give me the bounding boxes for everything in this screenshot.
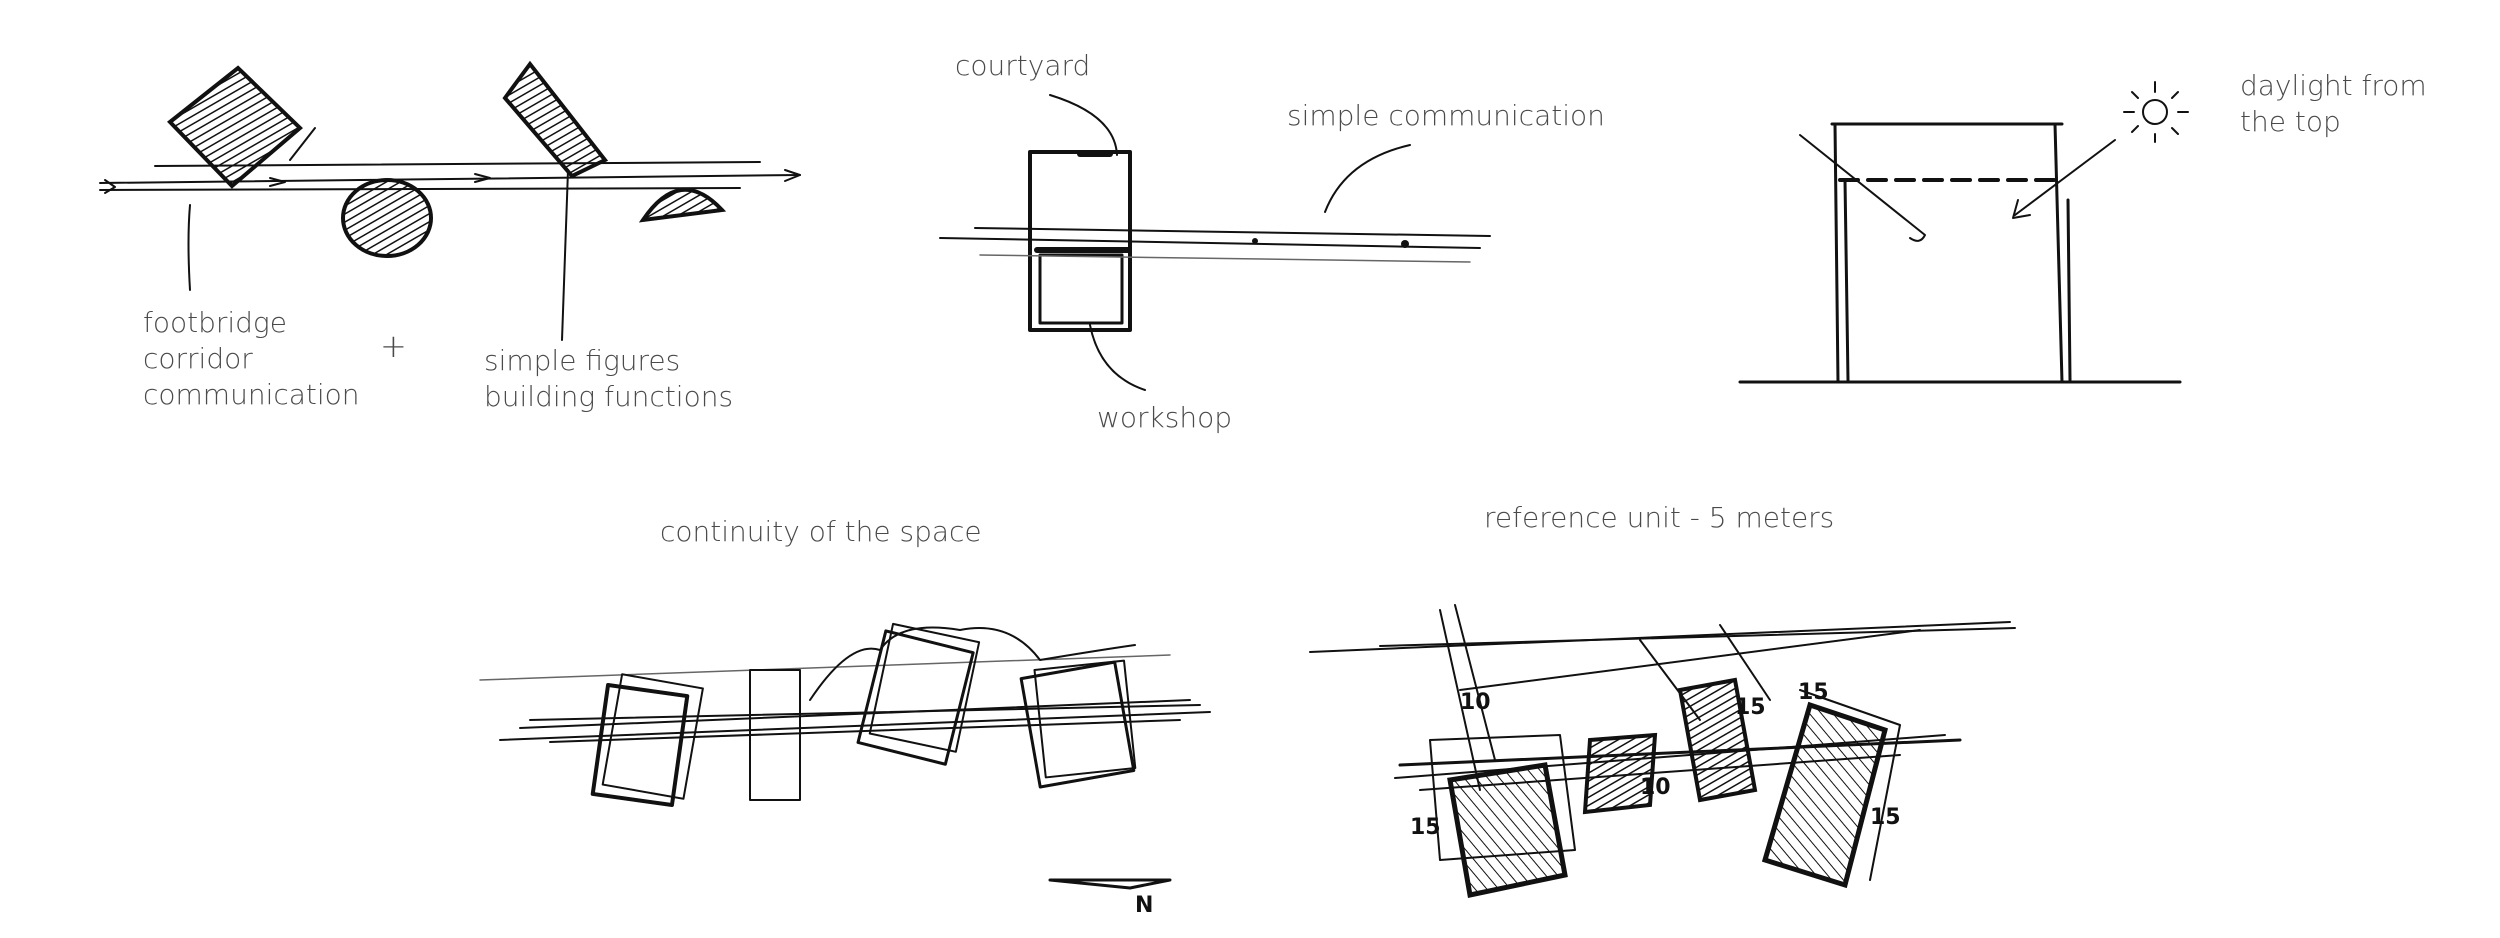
label-simple-figures-line1: simple figures (484, 344, 681, 377)
dim-label-6: 15 (1798, 680, 1829, 705)
label-simple-communication: simple communication (1287, 99, 1605, 132)
dim-label-3: 10 (1640, 775, 1671, 800)
label-simple-figures-line2: building functions (484, 380, 734, 413)
sketch-courtyard-plan (939, 94, 1491, 391)
plus-sign: + (380, 327, 407, 365)
dim-label-5: 15 (1870, 805, 1901, 830)
label-footbridge-line2: corridor (143, 342, 253, 375)
sketch-reference-unit (1309, 604, 2016, 898)
dim-label-1: 10 (1460, 690, 1491, 715)
sketch-continuity-space (479, 622, 1211, 890)
label-courtyard: courtyard (955, 49, 1091, 82)
label-footbridge: footbridge corridor communication (143, 305, 360, 413)
label-daylight: daylight from the top (2240, 68, 2427, 140)
dim-label-4: 15 (1410, 815, 1441, 840)
label-simple-figures: simple figures building functions (484, 343, 733, 415)
label-footbridge-line1: footbridge (143, 306, 287, 339)
label-workshop: workshop (1097, 401, 1232, 434)
north-label: N (1135, 893, 1154, 918)
sketch-daylight-section (1738, 81, 2189, 384)
label-footbridge-line3: communication (143, 378, 360, 411)
label-daylight-line1: daylight from (2240, 69, 2427, 102)
dim-label-2: 15 (1735, 695, 1766, 720)
label-daylight-line2: the top (2240, 105, 2341, 138)
sketch-footbridge-figures (99, 60, 801, 341)
label-continuity: continuity of the space (660, 515, 982, 548)
label-reference-unit: reference unit - 5 meters (1484, 501, 1835, 534)
